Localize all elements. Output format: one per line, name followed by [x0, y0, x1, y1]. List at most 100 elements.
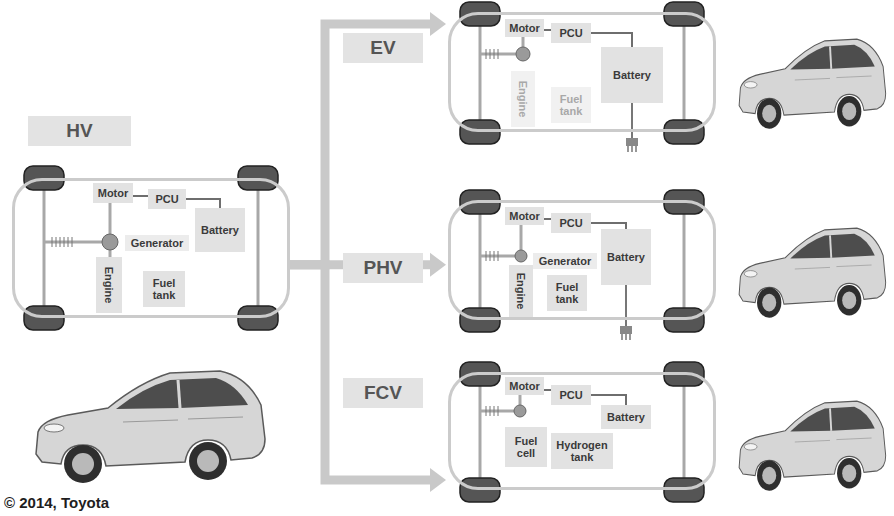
- connector: [133, 196, 148, 197]
- component-label: Engine: [517, 81, 529, 118]
- connector: [290, 12, 446, 265]
- category-label: EV: [370, 37, 395, 59]
- component-box: Engine: [511, 71, 535, 127]
- component-label: Generator: [131, 237, 184, 249]
- wheels: [24, 166, 278, 330]
- charging-plug: [620, 285, 632, 340]
- component-label: Battery: [613, 69, 651, 81]
- connector-line: [544, 389, 551, 391]
- component-label: PCU: [559, 27, 582, 39]
- reduction-gear: [516, 47, 530, 61]
- component-label: Motor: [509, 210, 540, 222]
- component-label: Engine: [103, 267, 115, 304]
- component-box: Fuel tank: [551, 87, 591, 123]
- component-label: Battery: [607, 251, 645, 263]
- car-photo: [739, 228, 886, 318]
- connector: [544, 30, 551, 31]
- component-box: PCU: [148, 189, 186, 209]
- component-box: Battery: [601, 229, 651, 285]
- component-box: Motor: [505, 207, 544, 225]
- component-box: Battery: [601, 405, 651, 429]
- charging-plug: [626, 103, 638, 152]
- connector-line: [133, 195, 148, 197]
- connector-line: [186, 199, 220, 208]
- drivetrain: [480, 386, 684, 478]
- reduction-gear: [514, 405, 526, 417]
- power-split-gear: [102, 234, 118, 250]
- component-box: Generator: [125, 235, 189, 251]
- component-label: PCU: [559, 217, 582, 229]
- connector-line: [290, 24, 432, 265]
- component-box: Battery: [195, 208, 245, 252]
- component-label: Battery: [607, 411, 645, 423]
- connector: [591, 395, 626, 405]
- copyright-note: © 2014, Toyota: [4, 494, 109, 512]
- component-label: PCU: [155, 193, 178, 205]
- connector: [290, 265, 446, 492]
- vehicle-layout: EVMotorPCUBatteryEngineFuel tank: [448, 12, 716, 132]
- component-label: Generator: [539, 255, 592, 267]
- component-label: Fuel tank: [554, 93, 588, 117]
- category-label: PHV: [363, 257, 402, 279]
- gear-hatch: [486, 251, 498, 261]
- component-label: Engine: [515, 273, 527, 310]
- component-box: Engine: [96, 257, 122, 313]
- component-box: Motor: [93, 183, 133, 203]
- component-label: Battery: [201, 224, 239, 236]
- component-label: Fuel tank: [550, 281, 584, 305]
- category-label: FCV: [364, 382, 402, 404]
- component-label: Hydrogen tank: [554, 439, 610, 463]
- component-box: Generator: [533, 253, 597, 269]
- gear-hatch: [52, 237, 72, 247]
- connector-line: [591, 395, 626, 405]
- wheels: [460, 2, 704, 144]
- arrowhead: [430, 253, 446, 277]
- vehicle-layout: FCVMotorPCUBatteryFuel cellHydrogen tank: [448, 372, 716, 490]
- vehicle-layout: PHVMotorPCUGeneratorBatteryEngineFuel ta…: [448, 200, 716, 320]
- component-label: Motor: [509, 22, 540, 34]
- component-box: Motor: [505, 19, 544, 37]
- component-box: Fuel tank: [547, 275, 587, 311]
- component-label: PCU: [559, 389, 582, 401]
- component-box: PCU: [551, 385, 591, 405]
- car-photo: [739, 39, 886, 129]
- gear-hatch: [486, 49, 498, 59]
- component-label: Fuel cell: [508, 435, 544, 459]
- component-box: PCU: [551, 23, 591, 43]
- component-box: Hydrogen tank: [551, 433, 613, 469]
- connector-line: [591, 33, 632, 47]
- category-tag: PHV: [343, 253, 423, 283]
- wheels: [460, 362, 704, 502]
- connector: [544, 219, 551, 220]
- arrowhead: [430, 12, 446, 36]
- component-label: Fuel tank: [146, 277, 182, 301]
- component-label: Motor: [98, 187, 129, 199]
- connector: [591, 33, 632, 47]
- component-box: PCU: [551, 213, 591, 233]
- component-label: Motor: [509, 380, 540, 392]
- category-tag: FCV: [343, 378, 423, 408]
- arrowhead: [430, 468, 446, 492]
- car-photo: [36, 371, 265, 483]
- connector-line: [290, 265, 432, 480]
- category-tag: EV: [343, 33, 423, 63]
- category-tag: HV: [28, 116, 131, 146]
- component-box: Motor: [505, 377, 544, 395]
- connector: [186, 199, 220, 208]
- component-box: Fuel cell: [505, 427, 547, 467]
- connector: [544, 390, 551, 391]
- car-photo: [739, 401, 886, 491]
- drivetrain: [44, 190, 258, 306]
- connector-line: [544, 29, 551, 31]
- component-box: Fuel tank: [143, 271, 185, 307]
- component-box: Battery: [601, 47, 663, 103]
- vehicle-layout: HVMotorPCUBatteryGeneratorEngineFuel tan…: [12, 178, 290, 318]
- category-label: HV: [66, 120, 92, 142]
- power-split-gear: [515, 250, 527, 262]
- gear-hatch: [486, 406, 498, 416]
- connector-line: [544, 218, 551, 220]
- component-box: Engine: [509, 265, 533, 317]
